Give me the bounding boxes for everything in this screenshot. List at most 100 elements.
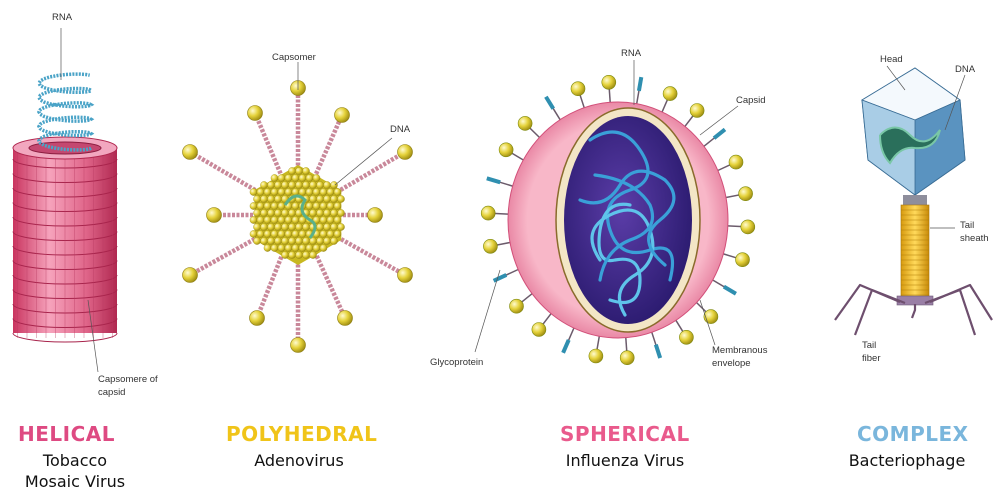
capsomer: [306, 202, 313, 209]
collar: [903, 195, 927, 205]
capsomer: [260, 237, 267, 244]
capsomer: [278, 216, 285, 223]
capsomer: [285, 188, 292, 195]
capsomer: [253, 209, 260, 216]
capsomer: [316, 195, 323, 202]
capsomer: [306, 244, 313, 251]
capsomer: [278, 174, 285, 181]
helical-example-line2: Mosaic Virus: [10, 471, 140, 492]
capsomer: [299, 230, 306, 237]
capsid-callout-line: [700, 106, 738, 135]
capsomer: [334, 230, 341, 237]
neuraminidase-spike: [637, 77, 643, 91]
rna-label: RNA: [52, 12, 73, 23]
dna-label: DNA: [955, 64, 976, 75]
capsomer: [309, 209, 316, 216]
capsomer: [327, 202, 334, 209]
hemagglutinin-spike: [739, 187, 753, 201]
capsomer: [309, 251, 316, 258]
helical-virus: RNA Capsomere of capsid: [13, 12, 158, 398]
capsomer: [295, 223, 302, 230]
capsomer: [288, 181, 295, 188]
capsomer-knob: [183, 145, 198, 160]
fiber-label-line2: fiber: [862, 353, 880, 364]
capsomer: [281, 223, 288, 230]
capsomer: [288, 209, 295, 216]
capsomer: [250, 202, 257, 209]
capsomere-label-line2: capsid: [98, 387, 125, 398]
hemagglutinin-spike: [729, 155, 743, 169]
neuraminidase-spike: [561, 339, 570, 353]
neuraminidase-spike: [713, 128, 726, 140]
capsomer: [292, 216, 299, 223]
capsomer: [288, 167, 295, 174]
capsomer: [330, 237, 337, 244]
capsomer: [316, 237, 323, 244]
capsomer-knob: [250, 311, 265, 326]
hemagglutinin-spike: [690, 104, 704, 118]
capsomer: [302, 251, 309, 258]
capsomer: [306, 174, 313, 181]
capsomer: [309, 237, 316, 244]
spherical-virus: RNA Capsid Glycoprotein Membranous envel…: [430, 48, 768, 369]
capsomer: [267, 181, 274, 188]
capsomer: [274, 223, 281, 230]
capsomer: [281, 251, 288, 258]
capsomer: [292, 230, 299, 237]
complex-virus: Head DNA Tail sheath Tail fiber: [835, 54, 992, 364]
envelope-label: Membranous: [712, 345, 768, 356]
capsomer: [285, 216, 292, 223]
glycoprotein-callout-line: [475, 270, 500, 352]
capsomer: [316, 181, 323, 188]
capsomer: [274, 181, 281, 188]
capsomer: [309, 195, 316, 202]
capsomer: [267, 209, 274, 216]
helical-example-line1: Tobacco: [20, 450, 130, 471]
icosahedral-capsid: [250, 165, 345, 265]
hemagglutinin-spike: [741, 220, 755, 234]
tail-sheath: [901, 205, 929, 300]
capsomer: [330, 223, 337, 230]
capsomer-knob: [398, 145, 413, 160]
hemagglutinin-spike: [571, 82, 585, 96]
capsomer: [257, 230, 264, 237]
capsomer: [306, 188, 313, 195]
capsomer: [274, 209, 281, 216]
capsomer: [264, 230, 271, 237]
capsomer: [288, 237, 295, 244]
capsomer-knob: [398, 268, 413, 283]
capsomer: [267, 195, 274, 202]
hemagglutinin-spike: [663, 87, 677, 101]
capsomer-knob: [183, 268, 198, 283]
capsomer: [278, 202, 285, 209]
spherical-title: SPHERICAL: [560, 422, 690, 446]
capsomer-knob: [368, 208, 383, 223]
capsomer: [330, 181, 337, 188]
capsomere-label: Capsomere of: [98, 374, 158, 385]
capsomer-knob: [338, 311, 353, 326]
dna-callout-line: [335, 138, 392, 185]
capsomer: [320, 188, 327, 195]
capsomer: [281, 181, 288, 188]
hemagglutinin-spike: [704, 310, 718, 324]
capsomer: [292, 202, 299, 209]
capsomer: [320, 216, 327, 223]
capsomer: [264, 188, 271, 195]
capsomer: [295, 167, 302, 174]
fiber-label: Tail: [862, 340, 876, 351]
capsomer: [260, 195, 267, 202]
capsomer: [299, 174, 306, 181]
polyhedral-example: Adenovirus: [240, 450, 358, 471]
spherical-example: Influenza Virus: [550, 450, 700, 471]
capsomer: [334, 216, 341, 223]
capsomer: [323, 209, 330, 216]
capsomer: [323, 195, 330, 202]
capsomer: [274, 195, 281, 202]
capsomer: [271, 202, 278, 209]
viral-core: [564, 116, 692, 324]
capsomer: [271, 188, 278, 195]
envelope-label-line2: envelope: [712, 358, 751, 369]
capsomer: [327, 230, 334, 237]
capsid-label: Capsid: [736, 95, 766, 106]
capsomer: [313, 174, 320, 181]
